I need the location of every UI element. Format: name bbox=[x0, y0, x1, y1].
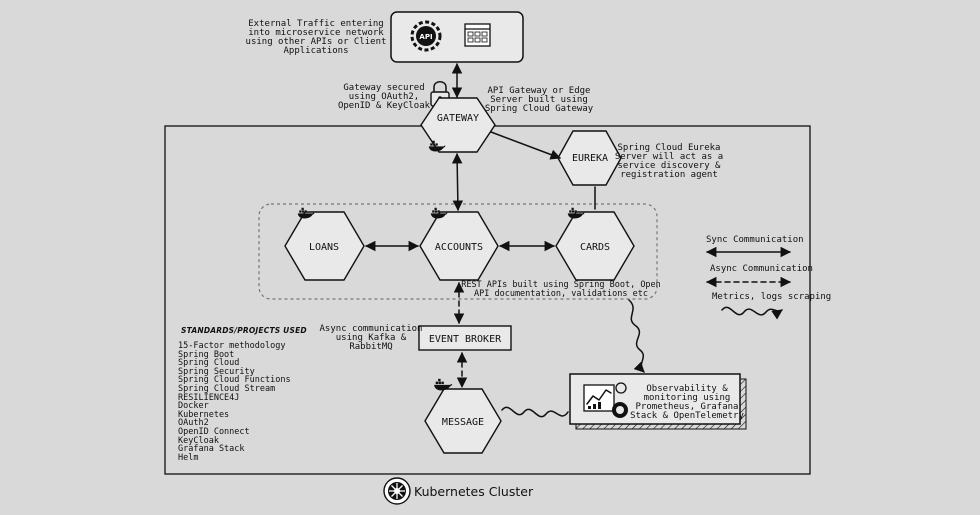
svg-text:Gateway secured: Gateway secured bbox=[343, 83, 424, 93]
svg-text:API: API bbox=[419, 33, 432, 41]
svg-text:monitoring using: monitoring using bbox=[644, 393, 731, 403]
standards-list-item: OpenID Connect bbox=[178, 426, 250, 437]
accounts-label: ACCOUNTS bbox=[435, 242, 483, 253]
svg-text:API documentation, validations: API documentation, validations etc bbox=[474, 289, 648, 299]
standards-list-item: Spring Cloud Stream bbox=[178, 383, 276, 394]
legend-async-label: Async Communication bbox=[710, 264, 813, 274]
observability-note: Observability & monitoring using Prometh… bbox=[630, 384, 744, 421]
svg-text:into microservice network: into microservice network bbox=[248, 28, 384, 38]
external-client-box: API bbox=[390, 11, 524, 63]
eureka-label: EUREKA bbox=[572, 153, 608, 164]
accounts-node bbox=[419, 211, 499, 281]
async-communication-note: Async communication using Kafka & Rabbit… bbox=[320, 324, 423, 352]
gateway-secured-note: Gateway secured using OAuth2, OpenID & K… bbox=[338, 83, 431, 111]
legend-metrics-label: Metrics, logs scraping bbox=[712, 292, 831, 302]
standards-list-item: KeyCloak bbox=[178, 435, 219, 446]
svg-text:registration agent: registration agent bbox=[620, 170, 718, 180]
svg-text:API Gateway or Edge: API Gateway or Edge bbox=[488, 86, 591, 96]
api-gear-icon: API bbox=[410, 20, 442, 52]
metrics-scraping-line-cards bbox=[628, 299, 645, 373]
external-traffic-note: External Traffic entering into microserv… bbox=[246, 19, 387, 56]
gateway-label: GATEWAY bbox=[437, 113, 479, 124]
dashboard-chart-icon bbox=[583, 382, 628, 418]
standards-list-item: OAuth2 bbox=[178, 418, 209, 429]
event-broker-label: EVENT BROKER bbox=[429, 334, 502, 345]
standards-list-item: Grafana Stack bbox=[178, 444, 245, 455]
rest-apis-note: REST APIs built using Spring Boot, Open … bbox=[461, 280, 661, 299]
svg-text:Server built using: Server built using bbox=[490, 95, 588, 105]
svg-text:using OAuth2,: using OAuth2, bbox=[349, 92, 419, 102]
svg-text:service discovery &: service discovery & bbox=[618, 161, 722, 171]
svg-text:External Traffic entering: External Traffic entering bbox=[248, 19, 383, 29]
message-label: MESSAGE bbox=[442, 417, 484, 428]
svg-text:Observability &: Observability & bbox=[646, 384, 728, 394]
eureka-node bbox=[557, 130, 622, 186]
legend-sync-label: Sync Communication bbox=[706, 235, 804, 245]
legend-metrics-squiggle bbox=[721, 306, 783, 320]
event-broker-box bbox=[418, 325, 512, 351]
svg-text:using other APIs or Client: using other APIs or Client bbox=[246, 37, 387, 47]
svg-text:Async communication: Async communication bbox=[320, 324, 423, 334]
browser-window-icon bbox=[464, 23, 491, 47]
svg-text:Applications: Applications bbox=[283, 46, 348, 56]
svg-text:RabbitMQ: RabbitMQ bbox=[349, 342, 392, 352]
helm-wheel-icon bbox=[383, 477, 411, 505]
standards-list-item: RESILIENCE4J bbox=[178, 392, 240, 403]
gateway-node bbox=[420, 97, 496, 153]
svg-text:Spring Cloud Gateway: Spring Cloud Gateway bbox=[485, 104, 594, 114]
metrics-scraping-line-message bbox=[501, 406, 569, 418]
standards-list-item: Spring Cloud Functions bbox=[178, 375, 291, 386]
svg-text:OpenID & KeyCloak: OpenID & KeyCloak bbox=[338, 101, 431, 111]
gateway-accounts-arrow bbox=[451, 152, 464, 212]
loans-label: LOANS bbox=[309, 242, 339, 253]
svg-text:REST APIs built using Spring B: REST APIs built using Spring Boot, Open bbox=[461, 280, 661, 290]
standards-list-item: Docker bbox=[178, 401, 209, 412]
svg-text:Stack & OpenTelemetry: Stack & OpenTelemetry bbox=[630, 411, 744, 421]
cards-label: CARDS bbox=[580, 242, 610, 253]
svg-text:Server will act as a: Server will act as a bbox=[615, 152, 723, 162]
standards-list-item: Kubernetes bbox=[178, 409, 230, 420]
svg-text:Prometheus, Grafana: Prometheus, Grafana bbox=[636, 402, 739, 412]
standards-list-item: Spring Boot bbox=[178, 349, 235, 360]
svg-text:Spring Cloud Eureka: Spring Cloud Eureka bbox=[618, 143, 721, 153]
api-gateway-note: API Gateway or Edge Server built using S… bbox=[485, 86, 594, 114]
standards-list-item: Spring Security bbox=[178, 366, 255, 377]
standards-list-item: Helm bbox=[178, 452, 199, 463]
gateway-eureka-arrow bbox=[490, 131, 561, 160]
svg-text:using Kafka &: using Kafka & bbox=[336, 333, 407, 343]
standards-list-item: 15-Factor methodology bbox=[178, 341, 286, 351]
kubernetes-cluster-title: Kubernetes Cluster bbox=[414, 484, 534, 499]
standards-list-item: Spring Cloud bbox=[178, 358, 240, 369]
eureka-note: Spring Cloud Eureka Server will act as a… bbox=[615, 143, 723, 180]
standards-title: STANDARDS/PROJECTS USED bbox=[181, 326, 307, 335]
